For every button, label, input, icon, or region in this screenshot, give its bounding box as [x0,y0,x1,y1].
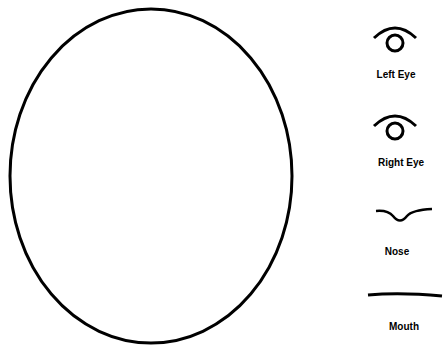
part-label: Left Eye [377,69,416,81]
face-outline [10,9,292,343]
nose-symbol [376,209,432,221]
part-label: Mouth [389,321,419,333]
part-label: Right Eye [378,157,424,169]
mouth-symbol [368,294,442,296]
right-eye-symbol [374,116,416,139]
part-label: Nose [385,246,409,258]
left-eye-symbol [374,28,416,51]
